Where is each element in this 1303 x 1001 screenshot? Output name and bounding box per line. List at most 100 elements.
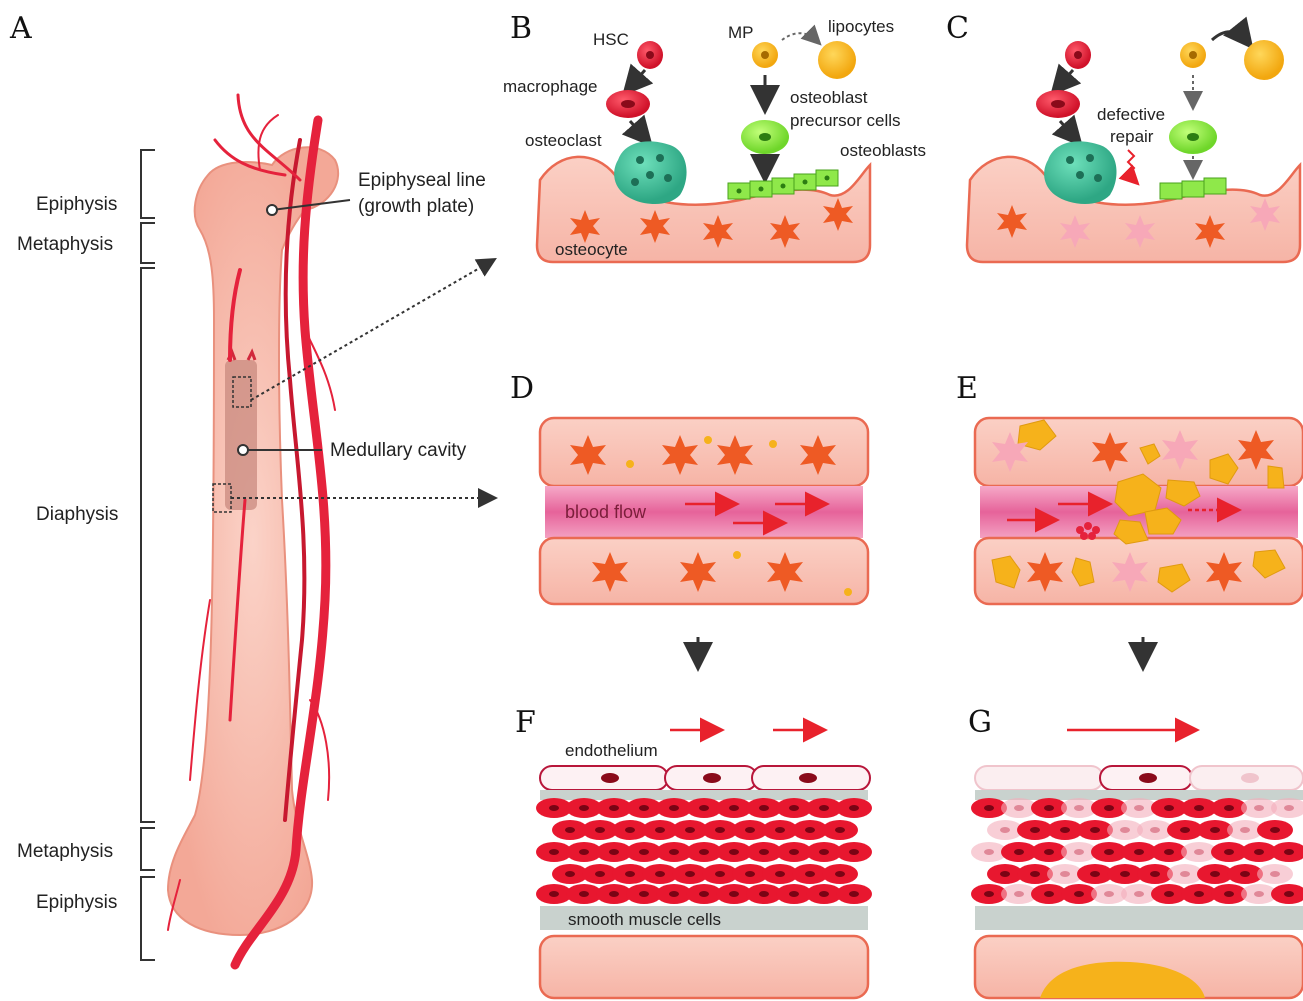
smooth-muscle-nucleus [984,849,994,855]
bracket-epiphysis-top [141,150,155,218]
smooth-muscle-nucleus [819,891,829,897]
smooth-muscle-nucleus [1284,805,1294,811]
label-osteoclast: osteoclast [525,131,602,150]
label-epiphysis-top: Epiphysis [36,194,117,215]
panel-g: G [968,705,1303,998]
panel-label-b: B [510,11,532,46]
smooth-muscle-nucleus [579,849,589,855]
smooth-muscle-layer-g [971,798,1303,904]
smooth-muscle-nucleus [1164,805,1174,811]
smooth-muscle-nucleus [1120,827,1130,833]
label-repair: repair [1110,127,1154,146]
smooth-muscle-nucleus [1060,871,1070,877]
smooth-muscle-nucleus [835,871,845,877]
label-metaphysis-top: Metaphysis [17,234,113,255]
label-diaphysis: Diaphysis [36,504,118,525]
smooth-muscle-nucleus [715,827,725,833]
label-defective: defective [1097,105,1165,124]
smooth-muscle-nucleus [1194,849,1204,855]
smooth-muscle-nucleus [1090,827,1100,833]
smooth-muscle-nucleus [805,871,815,877]
label-hsc: HSC [593,30,629,49]
defective-repair-zigzag [1128,150,1134,180]
panel-e: E [956,371,1303,660]
smooth-muscle-nucleus [789,849,799,855]
smooth-muscle-nucleus [1044,891,1054,897]
smooth-muscle-nucleus [685,827,695,833]
panel-label-a: A [9,11,32,46]
panel-label-c: C [946,11,969,46]
smooth-muscle-nucleus [789,805,799,811]
panel-c: C defective repair [946,11,1300,262]
smooth-muscle-nucleus [1150,871,1160,877]
smooth-muscle-nucleus [984,805,994,811]
smooth-muscle-nucleus [549,805,559,811]
smooth-muscle-nucleus [609,849,619,855]
smooth-muscle-nucleus [549,849,559,855]
smooth-muscle-nucleus [549,891,559,897]
smooth-muscle-nucleus [1000,827,1010,833]
smooth-muscle-nucleus [1224,891,1234,897]
smooth-muscle-nucleus [789,891,799,897]
smooth-muscle-nucleus [1194,805,1204,811]
label-precursor-cells: precursor cells [790,111,901,130]
smooth-muscle-nucleus [1240,871,1250,877]
smooth-muscle-nucleus [745,871,755,877]
smooth-muscle-nucleus [984,891,994,897]
smooth-muscle-nucleus [1090,871,1100,877]
smooth-muscle-nucleus [1164,849,1174,855]
bracket-epiphysis-bottom [141,877,155,960]
bracket-diaphysis [141,268,155,822]
smooth-muscle-nucleus [1224,849,1234,855]
smooth-muscle-nucleus [1030,871,1040,877]
smooth-muscle-layer-f [536,798,872,904]
smooth-muscle-nucleus [1134,805,1144,811]
label-macrophage: macrophage [503,77,598,96]
smooth-muscle-nucleus [1104,805,1114,811]
smooth-muscle-nucleus [1060,827,1070,833]
smooth-muscle-nucleus [1074,849,1084,855]
label-blood-flow: blood flow [565,502,647,522]
smooth-muscle-nucleus [1270,871,1280,877]
smooth-muscle-nucleus [1030,827,1040,833]
smooth-muscle-nucleus [819,849,829,855]
smooth-muscle-nucleus [759,805,769,811]
smooth-muscle-nucleus [715,871,725,877]
panel-f: F endothelium smooth muscle cells [515,705,872,998]
smooth-muscle-nucleus [699,805,709,811]
smooth-muscle-nucleus [1120,871,1130,877]
smooth-muscle-nucleus [849,891,859,897]
smooth-muscle-nucleus [1134,849,1144,855]
smooth-muscle-nucleus [639,891,649,897]
smooth-muscle-nucleus [1134,891,1144,897]
smooth-muscle-nucleus [759,849,769,855]
smooth-muscle-nucleus [1240,827,1250,833]
smooth-muscle-nucleus [819,805,829,811]
smooth-muscle-nucleus [595,827,605,833]
smooth-muscle-nucleus [759,891,769,897]
panel-label-f: F [515,705,536,740]
smooth-muscle-nucleus [669,849,679,855]
label-epiphyseal-line: Epiphyseal line [358,170,486,191]
smooth-muscle-nucleus [849,849,859,855]
smooth-muscle-nucleus [835,827,845,833]
smooth-muscle-nucleus [639,849,649,855]
lipocyte-cell [818,41,856,79]
bone-slab-f [540,936,868,998]
label-growth-plate: (growth plate) [358,196,474,217]
smooth-muscle-nucleus [579,805,589,811]
smooth-muscle-nucleus [1180,871,1190,877]
smooth-muscle-nucleus [1194,891,1204,897]
smooth-muscle-nucleus [729,849,739,855]
smooth-muscle-nucleus [849,805,859,811]
smooth-muscle-nucleus [595,871,605,877]
smooth-muscle-nucleus [1284,849,1294,855]
smooth-muscle-nucleus [655,871,665,877]
smooth-muscle-nucleus [729,805,739,811]
smooth-muscle-nucleus [579,891,589,897]
panel-label-e: E [956,371,978,406]
smooth-muscle-nucleus [1210,827,1220,833]
smooth-muscle-nucleus [1254,891,1264,897]
smooth-muscle-nucleus [1180,827,1190,833]
